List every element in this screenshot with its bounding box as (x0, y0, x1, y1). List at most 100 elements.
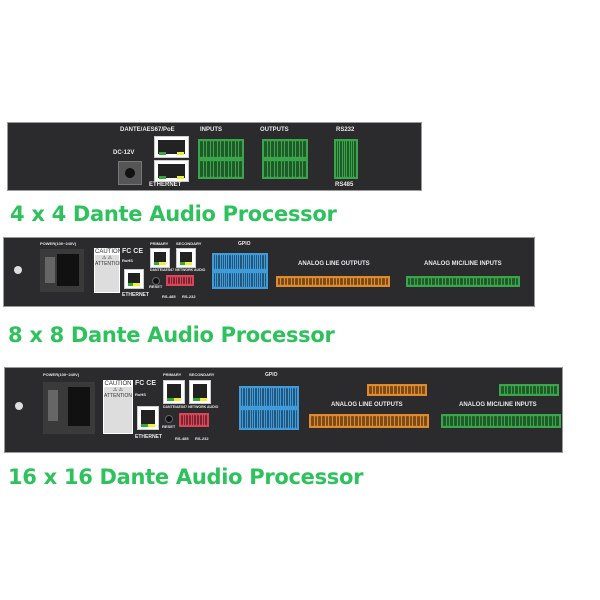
title-4x4: 4 x 4 Dante Audio Processor (10, 202, 337, 226)
terminal-pin (233, 255, 236, 269)
terminal-pin (386, 386, 390, 394)
dc-jack (118, 161, 142, 185)
line-outputs-label: ANALOG LINE OUTPUTS (298, 261, 370, 267)
terminal-pin (240, 273, 242, 287)
terminal-pin (376, 386, 379, 394)
terminal-pin (541, 416, 545, 426)
terminal-pin (189, 415, 191, 425)
gpio-label: GPIO (265, 372, 278, 378)
terminal-pin (260, 255, 262, 269)
terminal-pin (255, 273, 258, 287)
terminal-pin (368, 278, 371, 285)
terminal-pin (197, 415, 199, 425)
terminal-pin (464, 416, 468, 426)
terminal-pin (264, 388, 267, 406)
terminal-pin (344, 141, 346, 177)
terminal-pin (397, 386, 401, 394)
terminal-pin (442, 278, 446, 285)
terminal-pin (264, 273, 266, 287)
serial-terminals (166, 275, 194, 286)
terminal-pin (449, 278, 453, 285)
gpio-terminals (239, 386, 299, 430)
terminal-pin (522, 386, 525, 394)
terminal-pin (248, 410, 250, 428)
terminal-pin (504, 386, 508, 394)
terminal-pin (376, 416, 380, 426)
power-label: POWER(100~240V) (40, 241, 77, 246)
line-output-terminals (309, 414, 429, 428)
terminal-pin (170, 277, 172, 284)
terminal-pin (258, 255, 260, 269)
terminal-pin (395, 416, 398, 426)
terminal-pin (435, 278, 439, 285)
rs232-label: RS-232 (182, 294, 196, 299)
terminal-pin (380, 416, 384, 426)
terminal-pin (190, 277, 192, 284)
terminal-pin (415, 386, 418, 394)
terminal-pin (373, 416, 376, 426)
terminal-pin (281, 278, 284, 285)
terminal-pin (303, 141, 306, 157)
terminal-pin (200, 141, 203, 157)
terminal-pin (332, 416, 336, 426)
mic-input-terminals-upper (499, 384, 559, 396)
terminal-pin (453, 416, 457, 426)
terminal-pin (364, 278, 368, 285)
terminal-pin (267, 388, 269, 406)
terminal-pin (231, 273, 233, 287)
outputs-label: OUTPUTS (260, 127, 289, 133)
terminal-pin (529, 386, 533, 394)
terminal-pin (480, 278, 484, 285)
line-outputs-label: ANALOG LINE OUTPUTS (331, 402, 403, 408)
terminal-pin (404, 386, 408, 394)
terminal-pin (390, 386, 393, 394)
terminal-pin (274, 161, 278, 177)
terminal-pin (379, 386, 383, 394)
terminal-pin (508, 386, 511, 394)
terminal-pin (220, 273, 222, 287)
ethernet-label: ETHERNET (122, 292, 149, 298)
terminal-pin (278, 141, 281, 157)
terminal-pin (463, 278, 466, 285)
reset-button[interactable] (165, 415, 173, 423)
title-8x8: 8 x 8 Dante Audio Processor (8, 323, 335, 347)
terminal-pin (269, 388, 271, 406)
rs232-label: RS232 (336, 127, 355, 133)
terminal-pin (552, 416, 556, 426)
terminal-pin (222, 273, 225, 287)
power-inlet-switch (40, 249, 84, 292)
terminal-pin (428, 278, 432, 285)
terminal-pin (355, 141, 356, 177)
line-output-terminals (276, 276, 390, 287)
terminal-pin (523, 416, 527, 426)
terminal-pin (296, 141, 299, 157)
terminal-pin (214, 273, 216, 287)
terminal-pin (358, 416, 362, 426)
terminal-pin (231, 255, 233, 269)
terminal-pin (319, 278, 323, 285)
output-terminals (262, 139, 308, 179)
terminal-pin (411, 386, 415, 394)
ethernet-port (154, 160, 189, 182)
terminal-pin (545, 416, 549, 426)
terminal-pin (336, 416, 340, 426)
terminal-pin (264, 141, 267, 157)
terminal-pin (312, 278, 316, 285)
reset-button[interactable] (152, 277, 160, 285)
terminal-pin (267, 410, 269, 428)
terminal-pin (253, 255, 255, 269)
terminal-pin (401, 386, 404, 394)
terminal-pin (228, 161, 232, 177)
terminal-pin (418, 278, 421, 285)
terminal-pin (283, 410, 286, 428)
terminal-pin (540, 386, 543, 394)
terminal-pin (274, 410, 276, 428)
terminal-pin (241, 410, 243, 428)
terminal-pin (351, 416, 354, 426)
terminal-pin (487, 278, 491, 285)
terminal-pin (290, 410, 293, 428)
terminal-pin (536, 386, 540, 394)
terminal-pin (530, 416, 534, 426)
terminal-pin (267, 141, 271, 157)
terminal-pin (216, 255, 218, 269)
